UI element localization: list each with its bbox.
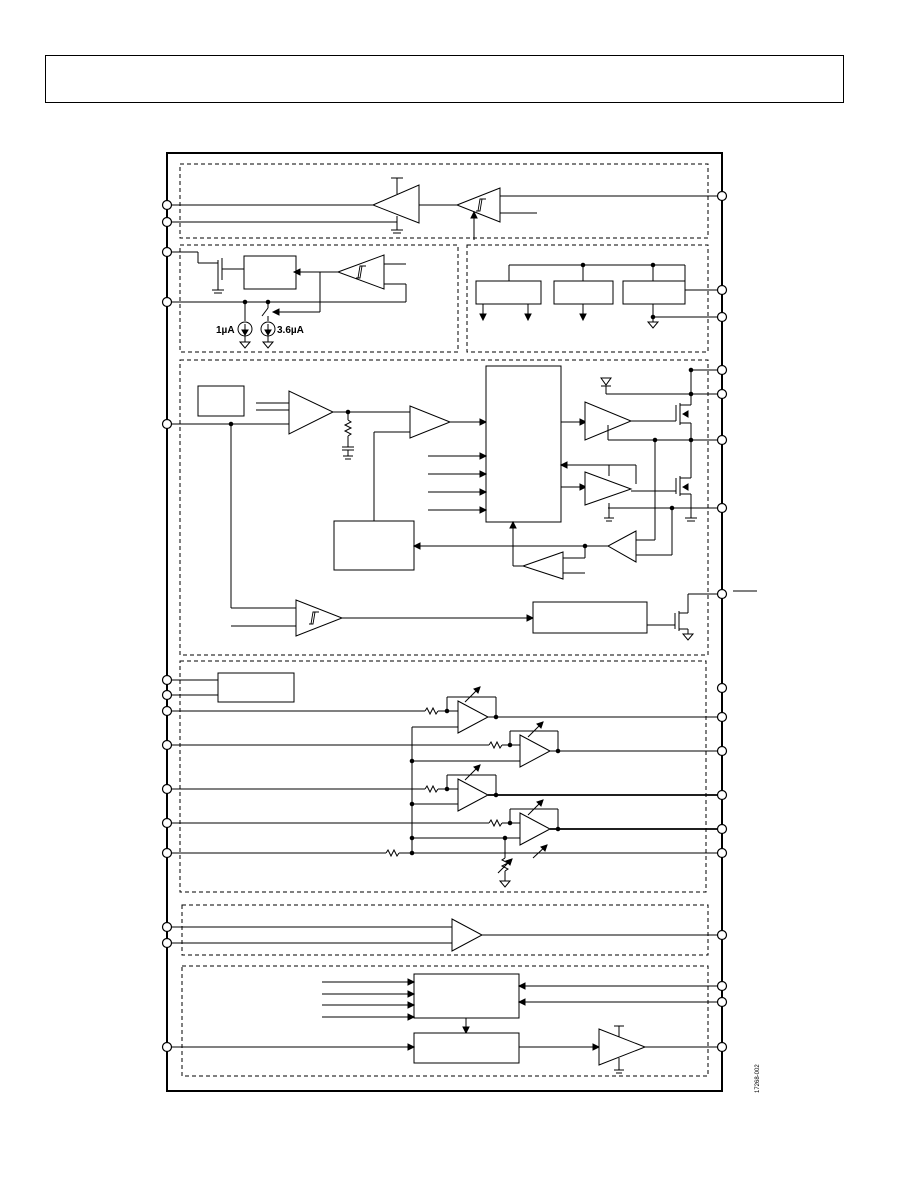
schmitt-buffer-1	[455, 187, 501, 223]
current-label-1: 1µA	[216, 325, 235, 336]
reference-box	[197, 385, 245, 417]
opamp-2	[519, 734, 552, 768]
header-box	[45, 55, 844, 103]
current-label-2: 3.6µA	[277, 325, 304, 336]
figure-code: 17268-002	[755, 1064, 761, 1093]
block-logic-input	[179, 163, 709, 239]
block-comparator	[181, 904, 709, 956]
regulator-box-2	[553, 280, 614, 305]
dac-register-box	[413, 973, 520, 1019]
enable-circuit	[167, 251, 407, 349]
current-sense-amplifier	[606, 530, 637, 563]
block-dac	[181, 965, 709, 1077]
charger-circuit	[167, 365, 757, 641]
opamp-4	[519, 812, 552, 846]
error-amplifier	[288, 390, 335, 435]
comparator-circuit	[167, 918, 722, 952]
opamp-1	[457, 700, 490, 734]
buffer-path	[167, 177, 722, 240]
audio-control-box	[217, 672, 295, 703]
left-pins	[161, 199, 173, 1053]
status-logic-box	[532, 601, 648, 634]
dac-circuit	[167, 973, 722, 1074]
enable-logic-box	[243, 255, 297, 290]
block-regulators	[466, 244, 709, 353]
buffer-amplifier	[371, 184, 420, 224]
pwm-comparator	[409, 405, 452, 439]
gate-driver-low	[584, 471, 633, 506]
output-buffer	[598, 1028, 647, 1066]
block-audio	[179, 660, 707, 893]
chip-outline	[166, 152, 723, 1092]
regulator-box-1	[475, 280, 542, 305]
timer-box	[333, 520, 415, 571]
opamp-3	[457, 778, 490, 812]
schmitt-buffer-3	[295, 599, 344, 637]
audio-amplifiers	[167, 672, 722, 888]
block-enable	[179, 244, 459, 353]
control-logic-box	[485, 365, 562, 523]
regulator-boxes	[475, 262, 722, 329]
regulator-box-3	[622, 280, 686, 305]
dac-box	[413, 1032, 520, 1064]
limit-amplifier	[521, 551, 564, 580]
right-pins	[716, 190, 728, 1053]
comparator	[451, 918, 484, 952]
